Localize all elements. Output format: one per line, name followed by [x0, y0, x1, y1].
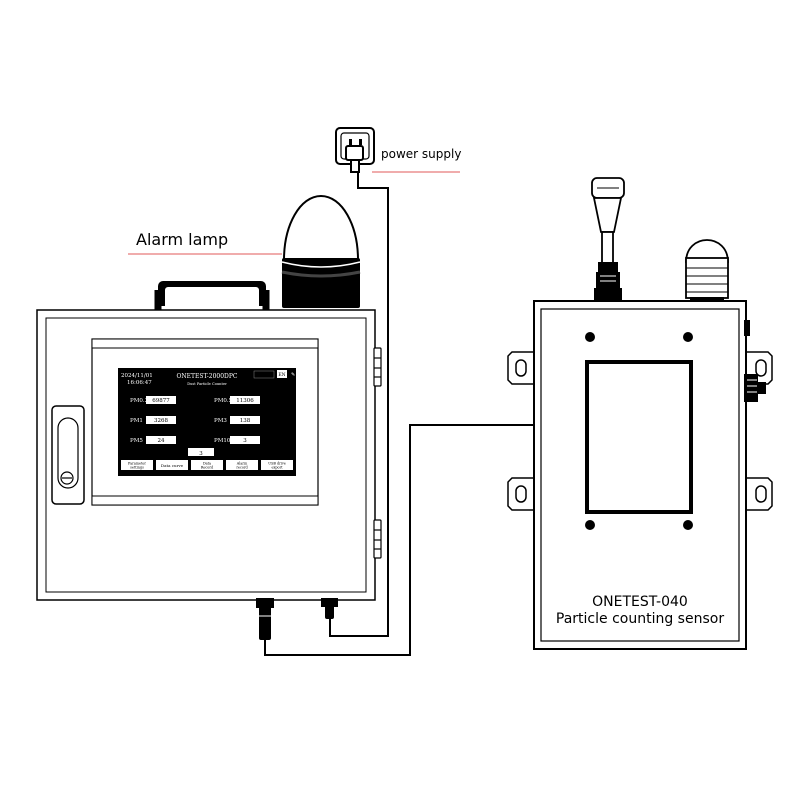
cabinet-connector-right: [321, 598, 338, 619]
alarm-lamp: [281, 194, 361, 308]
reading-value: 3268: [154, 418, 168, 424]
hmi-button-label: USB drive: [268, 462, 286, 466]
hmi-button[interactable]: [261, 460, 293, 470]
sensor-cap: [685, 239, 729, 303]
screen-title: ONETEST-2000DPC: [176, 373, 237, 380]
hmi-button-label: Data curve: [161, 463, 184, 468]
reading-value: 138: [240, 418, 251, 424]
hmi-button-label: Parameter: [128, 462, 146, 466]
reading-label: PM1: [130, 418, 143, 424]
page-indicator-box: [188, 448, 214, 456]
hmi-button[interactable]: [156, 460, 188, 470]
reading-label: PM0.3: [130, 398, 149, 404]
power-socket: [335, 127, 375, 173]
hmi-button[interactable]: [226, 460, 258, 470]
sensor-side-connector: [744, 320, 766, 402]
control-cabinet: [36, 281, 382, 640]
hmi-button[interactable]: [191, 460, 223, 470]
hmi-button-label: export: [271, 466, 283, 470]
hmi-button-label: settings: [130, 466, 144, 470]
sensor-display: [585, 360, 693, 514]
reading-label: PM0.5: [214, 398, 233, 404]
settings-icon[interactable]: ✎: [291, 372, 295, 378]
sensor-cable: [264, 424, 540, 656]
sensor-name-label: Particle counting sensor: [556, 611, 724, 627]
reading-value: 69877: [152, 398, 170, 404]
page-indicator: 3: [199, 451, 203, 457]
power-supply-label: power supply: [381, 147, 461, 161]
cabinet-lock[interactable]: [51, 405, 85, 505]
cabinet-connector-left: [256, 598, 274, 640]
reading-value-box: [146, 396, 176, 404]
cables: [264, 172, 540, 656]
sensor-screws: [585, 332, 693, 530]
screen-time: 16:06:47: [127, 380, 152, 386]
language-badge[interactable]: [277, 370, 287, 378]
cabinet-hinges: [373, 347, 382, 559]
particle-sensor: ONETEST-040 Particle counting sensor: [507, 177, 773, 650]
hmi-button-label: Data: [203, 462, 211, 466]
screen-date: 2024/11/01: [121, 373, 153, 379]
reading-value-box: [146, 416, 176, 424]
power-cable: [329, 172, 389, 637]
reading-value: 11306: [236, 398, 254, 404]
reading-value: 24: [158, 438, 165, 444]
alarm-lamp-label: Alarm lamp: [136, 230, 228, 249]
hmi-button[interactable]: [121, 460, 153, 470]
sensor-model-label: ONETEST-040: [592, 594, 688, 610]
reading-label: PM3: [214, 418, 227, 424]
sensor-inlet: [591, 177, 625, 301]
language-badge-text: EN: [278, 372, 285, 378]
reading-value-box: [230, 396, 260, 404]
hmi-button-label: Record: [201, 466, 214, 470]
reading-label: PM5: [130, 438, 143, 444]
reading-value: 3: [243, 438, 247, 444]
hmi-screen: 2024/11/01 16:06:47 ONETEST-2000DPC Dust…: [121, 370, 295, 470]
screen-subtitle: Dust Particle Counter: [187, 382, 227, 386]
reading-value-box: [230, 436, 260, 444]
hmi-button-label: Alarm: [236, 462, 248, 466]
reading-value-box: [146, 436, 176, 444]
hmi-button-label: record: [236, 466, 248, 470]
reading-value-box: [230, 416, 260, 424]
reading-label: PM10: [214, 438, 231, 444]
